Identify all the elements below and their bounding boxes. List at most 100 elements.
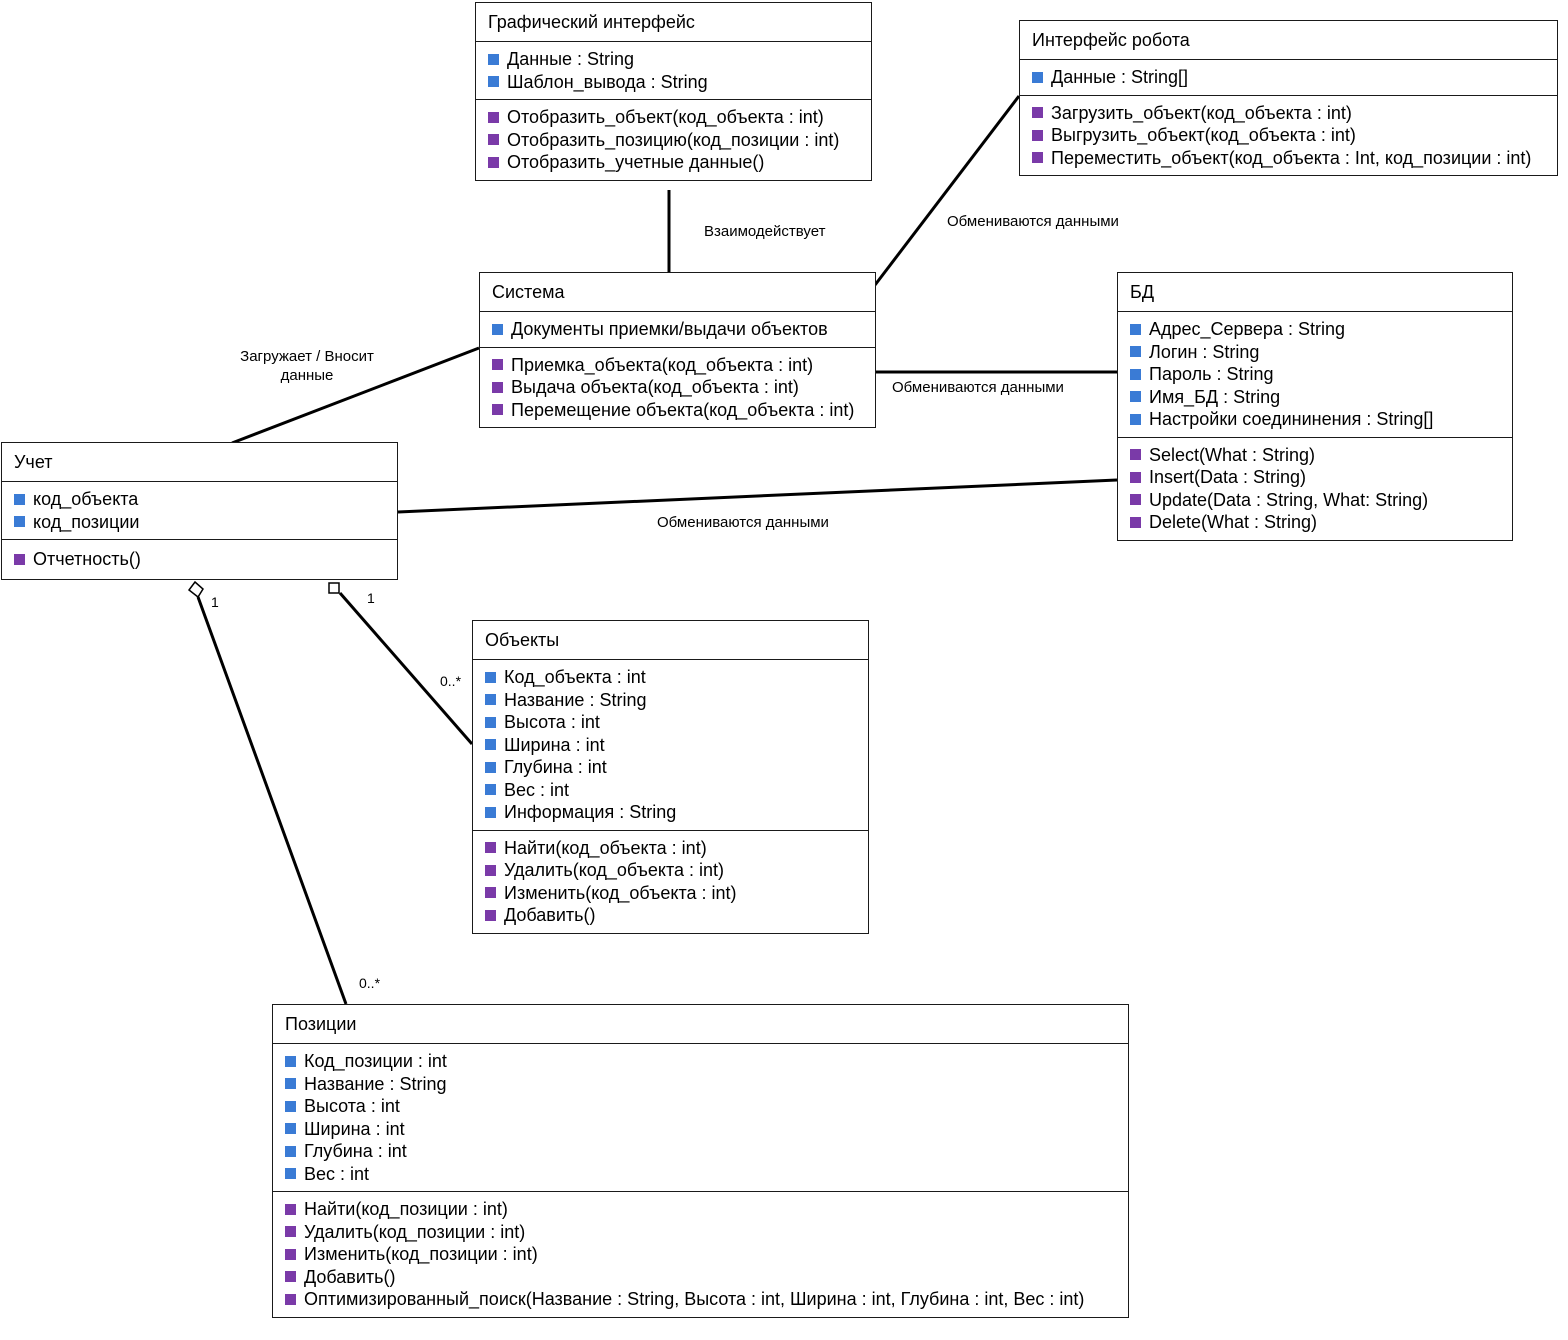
attribute-text: Высота : int bbox=[504, 712, 600, 732]
attribute-text: Информация : String bbox=[504, 802, 677, 822]
attribute-text: Адрес_Сервера : String bbox=[1149, 319, 1345, 339]
attribute-icon bbox=[14, 493, 25, 505]
assoc-robot-system bbox=[873, 95, 1021, 286]
attribute-icon bbox=[285, 1055, 296, 1067]
attribute-icon bbox=[285, 1145, 296, 1157]
operation-icon bbox=[285, 1226, 296, 1238]
attributes-section: Код_позиции : int Название : String Высо… bbox=[273, 1044, 1128, 1191]
operation-row: Перемещение объекта(код_объекта : int) bbox=[492, 399, 875, 422]
operation-icon bbox=[1130, 449, 1141, 461]
attribute-row: Код_объекта : int bbox=[485, 666, 868, 689]
label-account-system-line2: данные bbox=[280, 367, 334, 384]
label-system-db: Обмениваются данными bbox=[892, 379, 1064, 396]
operation-icon bbox=[1130, 494, 1141, 506]
attribute-icon bbox=[14, 516, 25, 528]
attribute-icon bbox=[285, 1078, 296, 1090]
attribute-icon bbox=[1032, 71, 1043, 83]
operation-icon bbox=[488, 134, 499, 146]
operation-icon bbox=[1032, 107, 1043, 119]
operation-icon bbox=[485, 864, 496, 876]
attribute-row: код_объекта bbox=[14, 488, 397, 511]
attribute-row: Название : String bbox=[285, 1073, 1128, 1096]
attribute-text: Вес : int bbox=[304, 1163, 370, 1184]
attribute-icon bbox=[1130, 346, 1141, 358]
operation-text: Выгрузить_объект(код_объекта : int) bbox=[1051, 125, 1356, 145]
attribute-icon bbox=[485, 806, 496, 818]
attribute-text: Глубина : int bbox=[504, 757, 607, 777]
attribute-icon bbox=[485, 739, 496, 751]
operation-text: Select(What : String) bbox=[1149, 444, 1316, 465]
multiplicity-account-positions-positions: 0..* bbox=[359, 975, 381, 991]
operation-row: Отобразить_позицию(код_позиции : int) bbox=[488, 129, 871, 152]
operations-section: Загрузить_объект(код_объекта : int) Выгр… bbox=[1020, 94, 1557, 176]
operation-icon bbox=[285, 1293, 296, 1305]
operation-text: Update(Data : String, What: String) bbox=[1149, 489, 1429, 510]
attribute-row: Адрес_Сервера : String bbox=[1130, 318, 1512, 341]
operation-icon bbox=[1032, 152, 1043, 164]
label-account-system: Загружает / Вносит данные bbox=[233, 347, 381, 385]
attribute-icon bbox=[485, 694, 496, 706]
attribute-text: Пароль : String bbox=[1149, 364, 1274, 384]
operation-icon bbox=[492, 381, 503, 393]
operation-text: Переместить_объект(код_объекта : Int, ко… bbox=[1051, 147, 1532, 168]
attribute-icon bbox=[492, 323, 503, 335]
operation-row: Добавить() bbox=[285, 1266, 1128, 1289]
operation-row: Изменить(код_объекта : int) bbox=[485, 882, 868, 905]
attributes-section: код_объекта код_позиции bbox=[2, 482, 397, 539]
attribute-text: Название : String bbox=[304, 1073, 447, 1094]
operation-icon bbox=[492, 359, 503, 371]
operation-text: Найти(код_объекта : int) bbox=[504, 837, 707, 858]
attribute-text: Вес : int bbox=[504, 779, 570, 800]
attribute-icon bbox=[285, 1168, 296, 1180]
multiplicity-account-positions-account: 1 bbox=[211, 594, 219, 610]
label-account-db: Обмениваются данными bbox=[657, 514, 829, 531]
assoc-account-system bbox=[231, 346, 480, 445]
attribute-row: Название : String bbox=[485, 689, 868, 712]
attribute-icon bbox=[485, 671, 496, 683]
attribute-text: код_объекта bbox=[33, 489, 139, 509]
operation-text: Загрузить_объект(код_объекта : int) bbox=[1051, 102, 1352, 123]
attributes-section: Документы приемки/выдачи объектов bbox=[480, 312, 875, 347]
attribute-text: Логин : String bbox=[1149, 341, 1260, 362]
class-title: Интерфейс робота bbox=[1020, 21, 1557, 60]
assoc-account-positions bbox=[196, 596, 348, 1005]
operation-icon bbox=[488, 156, 499, 168]
class-system: Система Документы приемки/выдачи объекто… bbox=[479, 272, 876, 428]
attribute-icon bbox=[285, 1100, 296, 1112]
attribute-row: Информация : String bbox=[485, 801, 868, 824]
operation-text: Найти(код_позиции : int) bbox=[304, 1199, 508, 1219]
attribute-row: Высота : int bbox=[485, 711, 868, 734]
class-title: Позиции bbox=[273, 1005, 1128, 1044]
operation-text: Изменить(код_объекта : int) bbox=[504, 882, 737, 903]
operation-text: Отобразить_позицию(код_позиции : int) bbox=[507, 129, 840, 150]
operation-row: Оптимизированный_поиск(Название : String… bbox=[285, 1288, 1128, 1311]
class-positions: Позиции Код_позиции : int Название : Str… bbox=[272, 1004, 1129, 1318]
operation-text: Удалить(код_объекта : int) bbox=[504, 860, 725, 880]
attribute-row: Ширина : int bbox=[485, 734, 868, 757]
assoc-account-db bbox=[397, 478, 1118, 514]
operation-row: Отобразить_учетные данные() bbox=[488, 151, 871, 174]
operation-row: Удалить(код_объекта : int) bbox=[485, 859, 868, 882]
operation-row: Insert(Data : String) bbox=[1130, 466, 1512, 489]
operation-row: Отобразить_объект(код_объекта : int) bbox=[488, 106, 871, 129]
operation-text: Приемка_объекта(код_объекта : int) bbox=[511, 354, 814, 375]
class-title: Объекты bbox=[473, 621, 868, 660]
operation-row: Загрузить_объект(код_объекта : int) bbox=[1032, 102, 1557, 125]
operation-row: Select(What : String) bbox=[1130, 444, 1512, 467]
operation-text: Insert(Data : String) bbox=[1149, 467, 1307, 487]
operation-text: Отобразить_учетные данные() bbox=[507, 152, 765, 172]
operation-row: Приемка_объекта(код_объекта : int) bbox=[492, 354, 875, 377]
class-gui: Графический интерфейс Данные : String Ша… bbox=[475, 2, 872, 181]
attribute-text: Код_объекта : int bbox=[504, 667, 646, 687]
attribute-text: Глубина : int bbox=[304, 1141, 407, 1161]
attribute-row: Шаблон_вывода : String bbox=[488, 71, 871, 94]
attributes-section: Данные : String Шаблон_вывода : String bbox=[476, 42, 871, 99]
multiplicity-account-objects-objects: 0..* bbox=[440, 673, 462, 689]
attribute-text: Имя_БД : String bbox=[1149, 386, 1281, 407]
class-title: Система bbox=[480, 273, 875, 312]
operation-icon bbox=[485, 909, 496, 921]
operation-icon bbox=[1130, 516, 1141, 528]
operations-section: Найти(код_объекта : int) Удалить(код_объ… bbox=[473, 829, 868, 933]
operation-row: Удалить(код_позиции : int) bbox=[285, 1221, 1128, 1244]
